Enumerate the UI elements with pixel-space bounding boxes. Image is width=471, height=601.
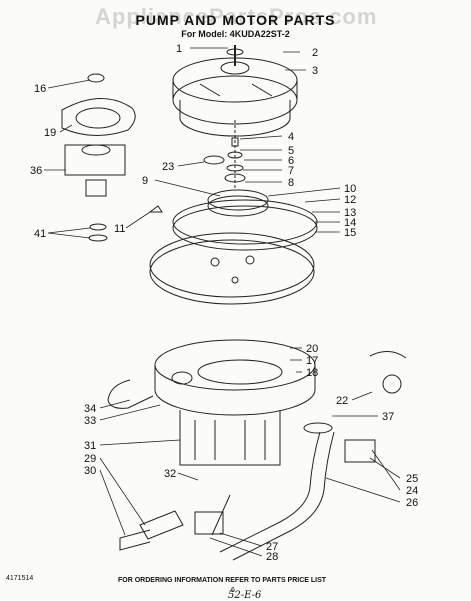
callout-14: 14 [344, 217, 356, 229]
callout-29: 29 [84, 453, 96, 465]
ordering-note: FOR ORDERING INFORMATION REFER TO PARTS … [118, 577, 327, 584]
callout-18: 18 [306, 367, 318, 379]
callout-33: 33 [84, 415, 96, 427]
callout-31: 31 [84, 440, 96, 452]
callout-7: 7 [288, 165, 294, 177]
diagram-title: PUMP AND MOTOR PARTS [135, 12, 336, 28]
callout-32: 32 [164, 468, 176, 480]
leader-lines [44, 47, 401, 557]
callout-37: 37 [382, 411, 394, 423]
callout-20: 20 [306, 343, 318, 355]
callout-16: 16 [34, 83, 46, 95]
callout-13: 13 [344, 207, 356, 219]
callout-24: 24 [406, 485, 418, 497]
callout-41: 41 [34, 228, 46, 240]
callout-labels: 1 2 3 4 5 6 7 8 9 10 11 12 13 14 15 16 1… [30, 43, 418, 563]
callout-28: 28 [266, 551, 278, 563]
callout-11: 11 [114, 223, 125, 235]
callout-19: 19 [44, 127, 56, 139]
watermark: AppliancePartsPros.com [95, 4, 378, 29]
left-seal-parts [61, 73, 136, 242]
impeller-assembly [148, 189, 318, 305]
callout-30: 30 [84, 465, 96, 477]
callout-8: 8 [288, 177, 294, 189]
callout-5: 5 [288, 145, 294, 157]
callout-12: 12 [344, 194, 356, 206]
callout-1: 1 [176, 43, 182, 55]
callout-34: 34 [84, 403, 96, 415]
callout-3: 3 [312, 65, 318, 77]
callout-9: 9 [142, 175, 148, 187]
callout-4: 4 [288, 131, 294, 143]
callout-27: 27 [266, 541, 278, 553]
callout-10: 10 [344, 183, 356, 195]
page-number: 6 [231, 587, 235, 594]
callout-22: 22 [336, 395, 348, 407]
callout-26: 26 [406, 497, 418, 509]
seal-and-washer-parts [203, 120, 246, 190]
callout-36: 36 [30, 165, 42, 177]
callout-17: 17 [306, 355, 318, 367]
callout-25: 25 [406, 473, 418, 485]
callout-23: 23 [162, 161, 174, 173]
model-number: For Model: 4KUDA22ST-2 [181, 29, 290, 39]
callout-2: 2 [312, 47, 318, 59]
callout-6: 6 [288, 155, 294, 167]
pump-base-assembly [107, 339, 407, 561]
handwritten-note: 52-E-6 [228, 590, 262, 601]
callout-15: 15 [344, 227, 356, 239]
document-code: 4171514 [6, 575, 34, 582]
